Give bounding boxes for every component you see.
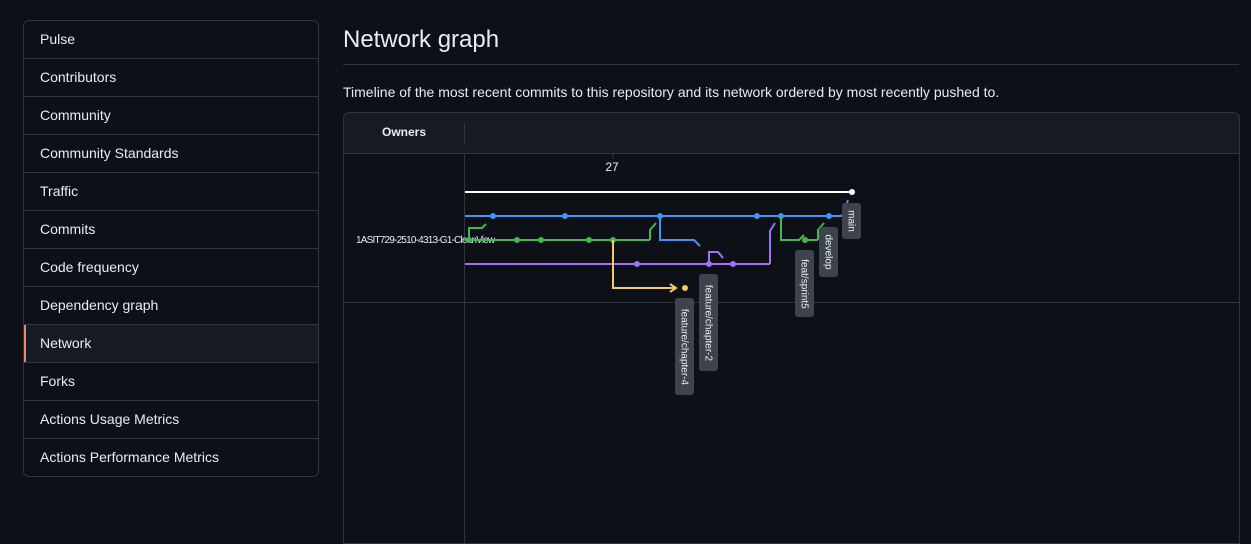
graph-header: Owners — [344, 113, 1239, 154]
date-tick-label: 27 — [605, 160, 619, 174]
sidebar-item-actions-performance-metrics[interactable]: Actions Performance Metrics — [24, 438, 318, 476]
repo-insights-sidebar: Pulse Contributors Community Community S… — [23, 20, 319, 477]
sidebar-item-commits[interactable]: Commits — [24, 210, 318, 248]
branch-label-feat-sprint5-text: feat/sprint5 — [798, 259, 809, 309]
branch-label-develop-text: develop — [822, 234, 833, 269]
owner-row-divider — [344, 302, 1239, 303]
sidebar-item-forks[interactable]: Forks — [24, 362, 318, 400]
sidebar-item-dependency-graph[interactable]: Dependency graph — [24, 286, 318, 324]
sidebar-item-traffic[interactable]: Traffic — [24, 172, 318, 210]
branch-main-line — [465, 189, 855, 195]
branch-label-feature-chapter-4[interactable]: feature/chapter-4 — [675, 298, 694, 395]
branch-feat-sprint5-line — [465, 216, 825, 243]
owner-repo-name[interactable]: 1ASIT729-2510-4313-G1-CleanView — [356, 235, 495, 246]
owners-column-divider — [464, 153, 465, 543]
title-divider — [343, 64, 1239, 65]
network-graph-canvas[interactable]: 27 — [344, 113, 1239, 543]
network-graph-panel[interactable]: Owners 1ASIT729-2510-4313-G1-CleanView 2… — [343, 112, 1240, 544]
header-divider — [464, 123, 465, 143]
branch-label-feature-chapter-2[interactable]: feature/chapter-2 — [699, 274, 718, 371]
branch-label-feature-chapter-2-text: feature/chapter-2 — [702, 285, 713, 362]
branch-label-main-text: main — [845, 210, 856, 232]
owners-column-header: Owners — [381, 125, 426, 139]
sidebar-item-code-frequency[interactable]: Code frequency — [24, 248, 318, 286]
page-title: Network graph — [343, 26, 500, 53]
branch-label-develop[interactable]: develop — [819, 227, 838, 277]
commit-dot — [849, 189, 855, 195]
page-description: Timeline of the most recent commits to t… — [343, 84, 1000, 100]
branch-develop-line — [465, 199, 849, 247]
sidebar-item-community-standards[interactable]: Community Standards — [24, 134, 318, 172]
branch-feature-chapter-2-line — [465, 222, 776, 267]
sidebar-item-community[interactable]: Community — [24, 96, 318, 134]
branch-label-feat-sprint5[interactable]: feat/sprint5 — [795, 250, 814, 317]
branch-label-main[interactable]: main — [842, 203, 861, 239]
sidebar-item-network[interactable]: Network — [24, 324, 318, 362]
branch-feature-chapter-4-line — [612, 240, 688, 293]
sidebar-item-contributors[interactable]: Contributors — [24, 58, 318, 96]
sidebar-item-actions-usage-metrics[interactable]: Actions Usage Metrics — [24, 400, 318, 438]
branch-label-feature-chapter-4-text: feature/chapter-4 — [678, 309, 689, 386]
sidebar-item-pulse[interactable]: Pulse — [40, 31, 76, 47]
